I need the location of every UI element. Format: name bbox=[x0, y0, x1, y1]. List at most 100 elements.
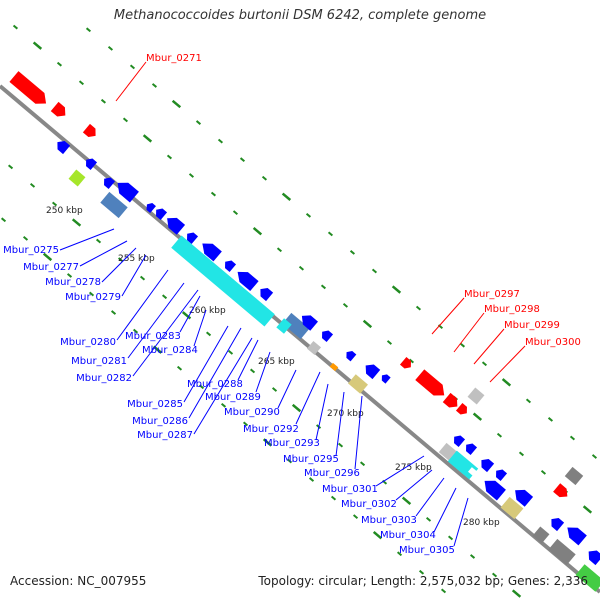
tick-mark bbox=[472, 412, 483, 421]
genome-backbone bbox=[0, 84, 600, 594]
tick-mark bbox=[352, 514, 359, 520]
leader-line bbox=[473, 328, 505, 365]
gene-arrow bbox=[260, 288, 274, 302]
leader-line bbox=[116, 269, 169, 341]
tick-mark bbox=[85, 27, 92, 33]
gene-arrow bbox=[202, 243, 222, 262]
gene-label: Mbur_0296 bbox=[304, 395, 363, 479]
gene-label: Mbur_0304 bbox=[380, 487, 457, 541]
tick-mark bbox=[547, 417, 554, 422]
gene-arrow bbox=[381, 374, 391, 384]
gene-label-text: Mbur_0280 bbox=[60, 337, 116, 348]
gene-arrow-shape bbox=[399, 356, 411, 369]
tick-mark bbox=[0, 217, 7, 223]
gene-arrow bbox=[104, 177, 116, 190]
gene-arrow-shape bbox=[567, 527, 587, 546]
tick-mark bbox=[291, 403, 302, 413]
gene-label: Mbur_0287 bbox=[137, 337, 253, 441]
gene-label-text: Mbur_0300 bbox=[525, 337, 581, 348]
leader-line bbox=[295, 371, 321, 425]
gene-label-text: Mbur_0302 bbox=[341, 499, 397, 510]
tick-mark bbox=[391, 285, 402, 294]
gene-arrow-shape bbox=[346, 350, 357, 362]
gene-label-text: Mbur_0286 bbox=[132, 416, 188, 427]
gene-label: Mbur_0290 bbox=[224, 369, 297, 418]
leader-line bbox=[415, 477, 445, 517]
leader-line bbox=[431, 297, 465, 335]
gene-arrow bbox=[365, 364, 381, 380]
tick-mark bbox=[161, 294, 168, 300]
gene-arrow bbox=[415, 369, 445, 396]
tick-mark bbox=[540, 469, 547, 475]
leader-line bbox=[193, 309, 207, 347]
tick-mark bbox=[569, 435, 576, 441]
gene-label: Mbur_0280 bbox=[60, 269, 169, 348]
leader-line bbox=[433, 487, 457, 533]
gene-arrow-shape bbox=[146, 203, 156, 214]
gene-box-shape bbox=[100, 191, 128, 219]
gene-arrow bbox=[237, 271, 259, 292]
tick-mark bbox=[342, 303, 349, 308]
gene-label-text: Mbur_0284 bbox=[142, 345, 198, 356]
gene-box-shape bbox=[348, 374, 368, 394]
leader-line bbox=[183, 325, 229, 403]
tick-mark bbox=[176, 365, 183, 371]
gene-label: Mbur_0285 bbox=[127, 325, 229, 410]
gene-label: Mbur_0271 bbox=[115, 53, 202, 102]
leader-line bbox=[453, 497, 469, 547]
tick-mark bbox=[66, 273, 73, 278]
gene-label: Mbur_0284 bbox=[142, 309, 207, 356]
tick-mark bbox=[71, 218, 82, 227]
genome-summary-text: Topology: circular; Length: 2,575,032 bp… bbox=[258, 574, 588, 588]
tick-mark bbox=[459, 342, 466, 348]
leader-line bbox=[277, 369, 297, 409]
gene-label-text: Mbur_0285 bbox=[127, 399, 183, 410]
leader-line bbox=[255, 351, 271, 393]
gene-arrow-shape bbox=[167, 217, 186, 235]
kbp-label: 265 kbp bbox=[258, 357, 295, 367]
kbp-label: 255 kbp bbox=[118, 254, 155, 264]
leader-line bbox=[237, 339, 259, 381]
gene-label-text: Mbur_0295 bbox=[283, 454, 339, 465]
gene-arrow-shape bbox=[86, 158, 98, 171]
gene-arrow-shape bbox=[187, 232, 199, 245]
gene-arrow-shape bbox=[381, 374, 391, 384]
gene-label-text: Mbur_0282 bbox=[76, 373, 132, 384]
tick-mark bbox=[129, 64, 136, 70]
tick-mark bbox=[371, 268, 378, 274]
tick-mark bbox=[408, 358, 415, 364]
tick-mark bbox=[78, 80, 85, 86]
gene-label: Mbur_0282 bbox=[76, 289, 199, 384]
gene-box-shape bbox=[276, 318, 292, 334]
leader-line bbox=[127, 282, 185, 359]
tick-mark bbox=[362, 319, 373, 329]
gene-arrow bbox=[187, 232, 199, 245]
tick-mark bbox=[286, 458, 293, 464]
gene-box bbox=[306, 340, 322, 356]
gene-arrow-shape bbox=[202, 243, 222, 262]
kbp-label: 280 kbp bbox=[463, 518, 500, 528]
tick-mark bbox=[501, 378, 512, 387]
tick-mark bbox=[198, 384, 205, 390]
gene-label: Mbur_0302 bbox=[341, 469, 433, 510]
tick-mark bbox=[217, 138, 224, 144]
gene-box-shape bbox=[329, 362, 339, 372]
tick-mark bbox=[205, 331, 212, 337]
tick-mark bbox=[7, 164, 14, 170]
gene-box-shape bbox=[548, 538, 576, 566]
gene-label: Mbur_0298 bbox=[453, 304, 540, 353]
tick-mark bbox=[418, 569, 425, 575]
accession-text: Accession: NC_007955 bbox=[10, 574, 147, 588]
gene-arrow-shape bbox=[57, 141, 71, 155]
tick-mark bbox=[469, 554, 476, 559]
gene-box bbox=[564, 466, 584, 486]
gene-label: Mbur_0297 bbox=[431, 289, 520, 335]
leader-line bbox=[59, 228, 115, 251]
gene-label: Mbur_0281 bbox=[71, 282, 185, 367]
leader-line bbox=[395, 469, 433, 501]
leader-line bbox=[132, 289, 199, 377]
tick-mark bbox=[496, 432, 503, 438]
gene-label-text: Mbur_0304 bbox=[380, 530, 436, 541]
leader-line bbox=[115, 61, 147, 102]
